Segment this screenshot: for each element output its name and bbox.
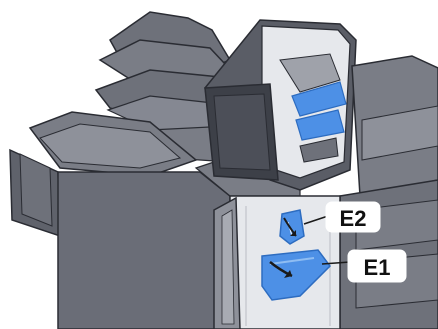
main-machine-body [340,56,438,329]
lever-e2[interactable] [280,210,304,244]
open-top-unit [205,20,356,190]
callout-e1-label: E1 [364,255,391,280]
callout-e2-label: E2 [340,206,367,231]
